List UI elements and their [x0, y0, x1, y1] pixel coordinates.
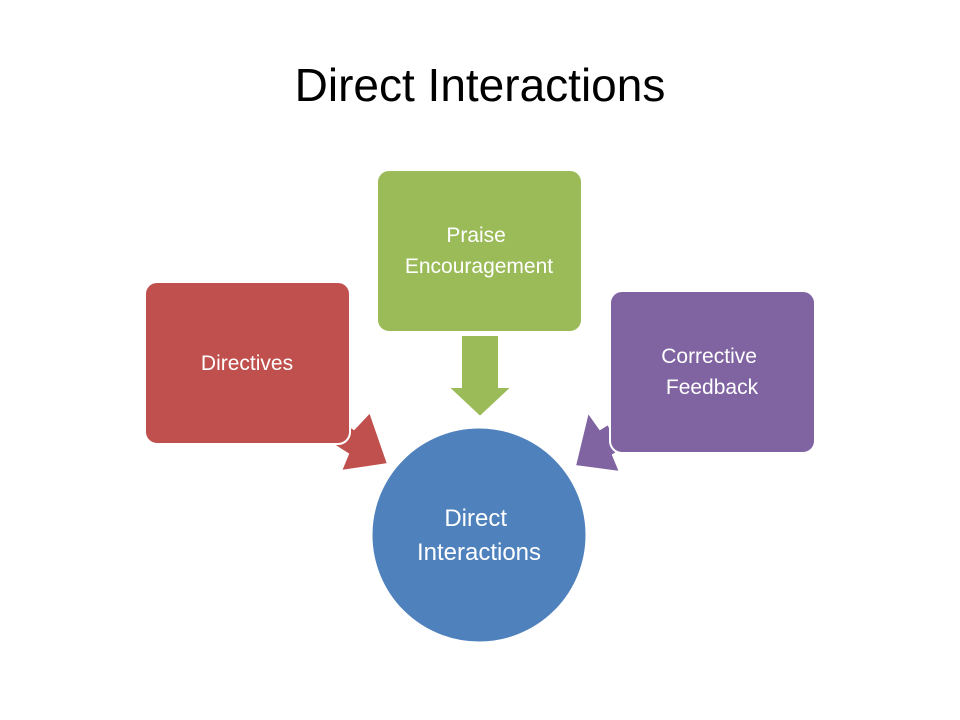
center-label-line-2: Interactions: [417, 539, 541, 566]
svg-text:Direct Interactions: Direct Interactions: [417, 505, 541, 566]
svg-text:Directives: Directives: [201, 352, 293, 375]
directives-box: [144, 281, 351, 445]
center-label-line-1: Direct: [444, 505, 507, 532]
svg-text:Praise Encouragement: Praise Encouragement: [405, 224, 553, 278]
praise-label-line-1: Praise: [446, 224, 506, 247]
corrective-label-line-2: Feedback: [666, 376, 759, 399]
praise-box: [376, 169, 583, 333]
directives-label: Directives: [201, 352, 293, 375]
center-circle: [369, 425, 589, 645]
corrective-box: [609, 290, 816, 454]
arrow-praise: [445, 334, 515, 419]
corrective-label-line-1: Corrective: [661, 345, 757, 368]
node-directives: Directives: [144, 281, 351, 445]
center-node: Direct Interactions: [369, 425, 589, 645]
slide-title: Direct Interactions: [294, 59, 666, 111]
praise-label-line-2: Encouragement: [405, 255, 553, 278]
svg-text:Corrective Feedback: Corrective Feedback: [661, 345, 763, 399]
node-praise: Praise Encouragement: [376, 169, 583, 333]
node-corrective: Corrective Feedback: [609, 290, 816, 454]
